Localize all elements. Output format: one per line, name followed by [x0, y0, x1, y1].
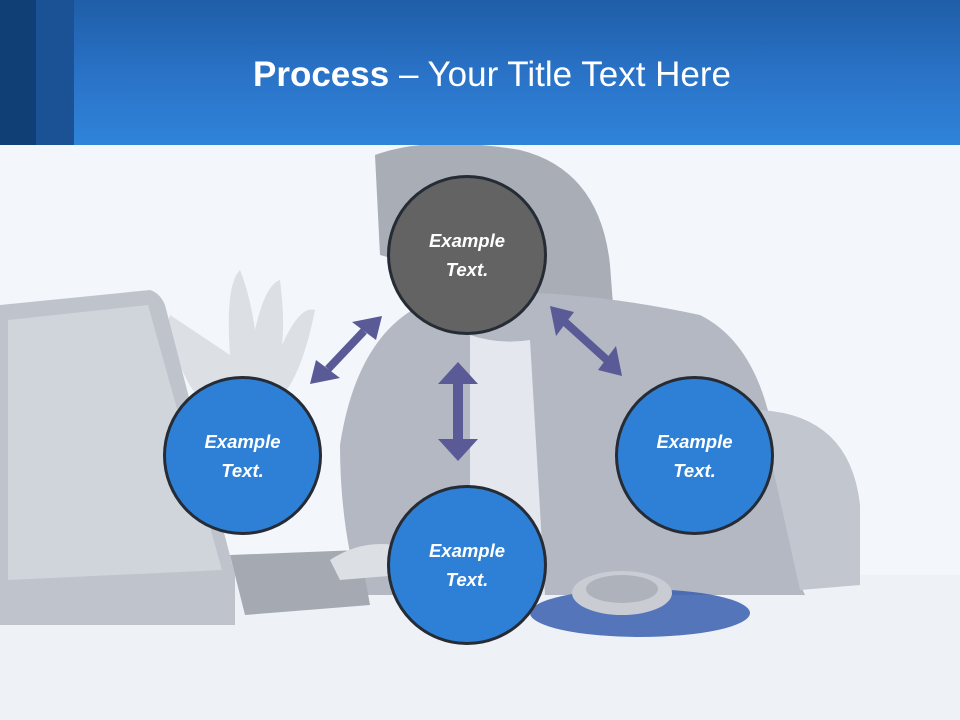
node-left-text: Example Text. [204, 430, 281, 481]
title-bar: Process – Your Title Text Here [0, 0, 960, 145]
process-node-right: Example Text. [615, 376, 774, 535]
accent-strip [36, 0, 74, 145]
process-node-top: Example Text. [387, 175, 547, 335]
process-node-bottom: Example Text. [387, 485, 547, 645]
title-bold: Process [253, 55, 390, 94]
process-node-left: Example Text. [163, 376, 322, 535]
slide-title: Process – Your Title Text Here [0, 50, 960, 100]
node-right-text: Example Text. [656, 430, 733, 481]
title-rest: – Your Title Text Here [389, 55, 731, 94]
node-bottom-text: Example Text. [428, 540, 506, 590]
node-top-text: Example Text. [428, 230, 506, 280]
accent-strip-dark [0, 0, 36, 145]
